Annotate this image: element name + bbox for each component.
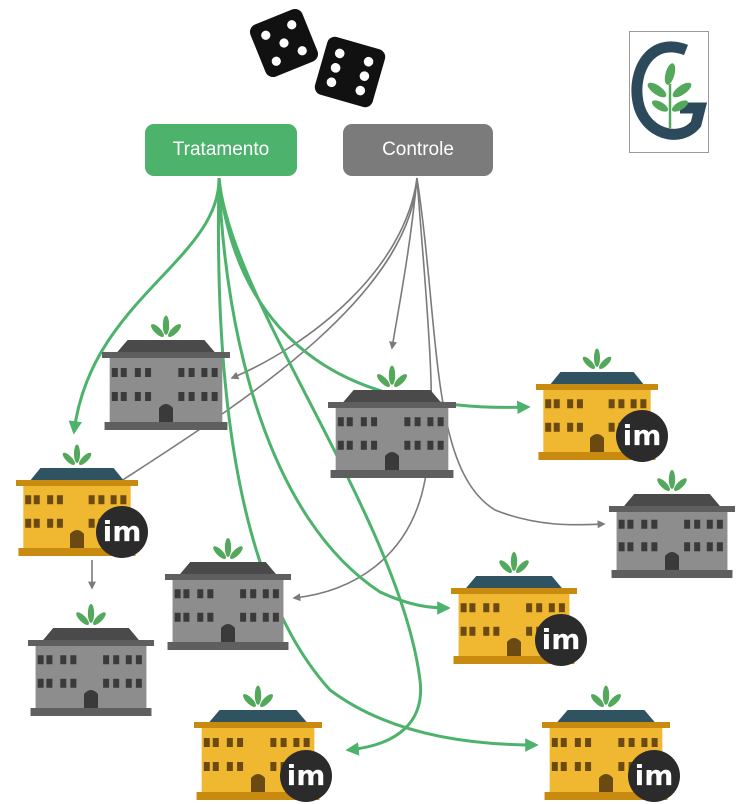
treatment-arrow bbox=[217, 177, 451, 615]
leaf-icon bbox=[243, 685, 273, 707]
treatment-arrow bbox=[217, 177, 531, 415]
leaf-icon bbox=[62, 444, 92, 466]
control-school bbox=[609, 469, 735, 578]
treated-school: im bbox=[16, 444, 148, 558]
leaf-icon bbox=[76, 603, 106, 625]
im-badge-icon: im bbox=[280, 750, 332, 802]
im-badge-icon: im bbox=[96, 506, 148, 558]
leaf-icon bbox=[499, 551, 529, 573]
treatment-arrow bbox=[216, 177, 539, 752]
im-badge-text: im bbox=[635, 759, 674, 792]
control-school bbox=[102, 315, 230, 430]
control-school bbox=[328, 365, 456, 478]
leaf-icon bbox=[213, 537, 243, 559]
im-badge-text: im bbox=[542, 623, 581, 656]
treatment-arrow bbox=[68, 177, 221, 435]
control-arrow bbox=[114, 177, 418, 486]
treated-school: im bbox=[536, 348, 668, 462]
control-group-box: Controle bbox=[343, 124, 493, 176]
control-label: Controle bbox=[382, 139, 454, 160]
leaf-icon bbox=[151, 315, 181, 337]
im-badge-text: im bbox=[103, 515, 142, 548]
treatment-label: Tratamento bbox=[172, 139, 270, 160]
control-school bbox=[28, 603, 154, 716]
treated-school: im bbox=[542, 685, 680, 802]
leaf-icon bbox=[582, 348, 612, 370]
leaf-icon bbox=[591, 685, 621, 707]
treated-school: im bbox=[194, 685, 332, 802]
control-arrow bbox=[389, 177, 418, 350]
leaf-icon bbox=[377, 365, 407, 387]
control-arrow bbox=[416, 177, 606, 529]
im-badge-text: im bbox=[287, 759, 326, 792]
im-badge-icon: im bbox=[616, 410, 668, 462]
logo-icon bbox=[629, 31, 709, 153]
treatment-arrow bbox=[217, 177, 423, 756]
control-arrow bbox=[230, 177, 418, 380]
treated-school: im bbox=[451, 551, 587, 666]
control-school bbox=[165, 537, 291, 650]
im-badge-icon: im bbox=[535, 614, 587, 666]
treatment-group-box: Tratamento bbox=[145, 124, 297, 176]
im-badge-text: im bbox=[623, 419, 662, 452]
leaf-icon bbox=[657, 469, 687, 491]
im-badge-icon: im bbox=[628, 750, 680, 802]
